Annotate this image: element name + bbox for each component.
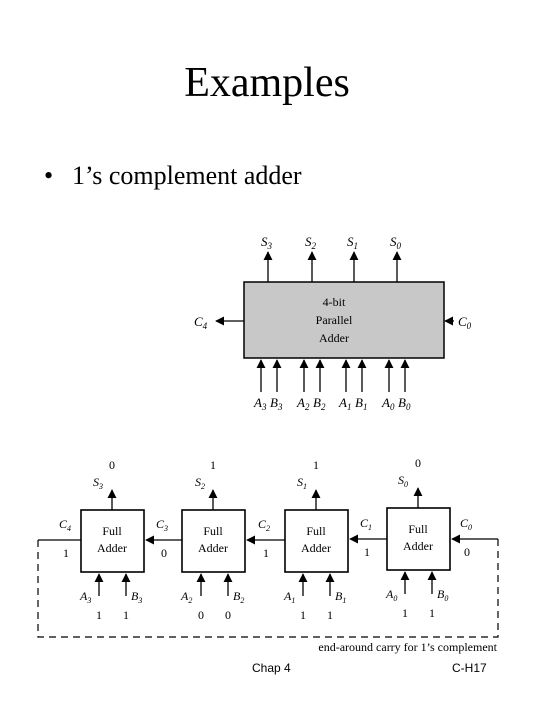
full-adder-cell: Full Adder S3 0 A3 B3 1 1 C4 1 [59, 458, 145, 622]
sum-output-label: S3 [93, 475, 103, 491]
a-input-value: 0 [198, 608, 204, 622]
top-output-label: S0 [390, 234, 402, 251]
sum-output-value: 1 [313, 458, 319, 472]
sum-output-value: 0 [109, 458, 115, 472]
sum-output-label: S0 [398, 473, 408, 489]
b-input-label: B3 [131, 589, 142, 605]
full-adder-label-line1: Full [408, 522, 428, 536]
full-adder-box [284, 509, 349, 573]
b-input-value: 1 [327, 608, 333, 622]
slide-title: Examples [184, 60, 350, 106]
a-input-label: A3 [79, 589, 91, 605]
full-adder-label-line2: Adder [198, 541, 228, 555]
b-input-value: 1 [429, 606, 435, 620]
top-output-label: S3 [261, 234, 273, 251]
top-input-label: A0 [381, 395, 395, 412]
bullet-symbol: • [44, 161, 54, 190]
block-label-line2: Parallel [316, 313, 353, 327]
carry-in-value: 0 [464, 545, 470, 559]
full-adder-cell: Full Adder S2 1 A2 B2 0 0 C3 0 [156, 458, 246, 622]
block-label-line3: Adder [319, 331, 349, 345]
top-input-label: A1 [338, 395, 351, 412]
full-adder-label-line1: Full [306, 524, 326, 538]
top-carry-out-label: C4 [194, 314, 208, 331]
parallel-adder-block [243, 281, 445, 359]
full-adder-label-line1: Full [203, 524, 223, 538]
full-adder-cell: Full Adder S1 1 A1 B1 1 1 C2 1 [258, 458, 349, 622]
top-input-label: A3 [253, 395, 267, 412]
top-input-label: B2 [313, 395, 326, 412]
full-adder-cell: Full Adder S0 0 A0 B0 1 1 C1 1 [360, 456, 451, 620]
carry-label: C3 [156, 517, 168, 533]
a-input-label: A2 [180, 589, 192, 605]
top-carry-in-label: C0 [458, 314, 472, 331]
full-adder-box [80, 509, 145, 573]
bullet-item: • 1’s complement adder [44, 160, 302, 192]
footer-page-id: C-H17 [452, 661, 487, 675]
top-output-label: S2 [305, 234, 317, 251]
a-input-value: 1 [402, 606, 408, 620]
a-input-label: A0 [385, 587, 397, 603]
full-adder-label-line2: Adder [97, 541, 127, 555]
end-around-caption: end-around carry for 1’s complement [318, 640, 497, 654]
a-input-value: 1 [300, 608, 306, 622]
full-adder-label-line2: Adder [301, 541, 331, 555]
carry-label: C4 [59, 517, 71, 533]
carry-value: 1 [63, 546, 69, 560]
sum-output-value: 0 [415, 456, 421, 470]
top-input-label: B0 [398, 395, 411, 412]
bullet-text: 1’s complement adder [72, 161, 302, 190]
b-input-value: 1 [123, 608, 129, 622]
b-input-label: B0 [437, 587, 448, 603]
top-output-label: S1 [347, 234, 358, 251]
carry-label: C2 [258, 517, 270, 533]
top-input-label: B1 [355, 395, 367, 412]
carry-value: 0 [161, 546, 167, 560]
carry-in-label: C0 [460, 516, 472, 532]
a-input-value: 1 [96, 608, 102, 622]
end-around-carry-path [37, 539, 499, 638]
ripple-carry-diagram: Full Adder S3 0 A3 B3 1 1 C4 1 Full Adde… [37, 456, 499, 654]
carry-value: 1 [364, 545, 370, 559]
b-input-value: 0 [225, 608, 231, 622]
carry-label: C1 [360, 516, 372, 532]
footer-chapter: Chap 4 [252, 661, 291, 675]
full-adder-label-line2: Adder [403, 539, 433, 553]
sum-output-value: 1 [210, 458, 216, 472]
sum-output-label: S1 [297, 475, 307, 491]
top-input-label: B3 [270, 395, 283, 412]
sum-output-label: S2 [195, 475, 205, 491]
parallel-adder-diagram: 4-bit Parallel Adder S3 S2 S1 S0 C4 C0 A… [194, 234, 472, 412]
carry-value: 1 [263, 546, 269, 560]
top-input-label: A2 [296, 395, 310, 412]
full-adder-label-line1: Full [102, 524, 122, 538]
full-adder-box [181, 509, 246, 573]
block-label-line1: 4-bit [323, 295, 346, 309]
b-input-label: B1 [335, 589, 346, 605]
b-input-label: B2 [233, 589, 244, 605]
a-input-label: A1 [283, 589, 295, 605]
